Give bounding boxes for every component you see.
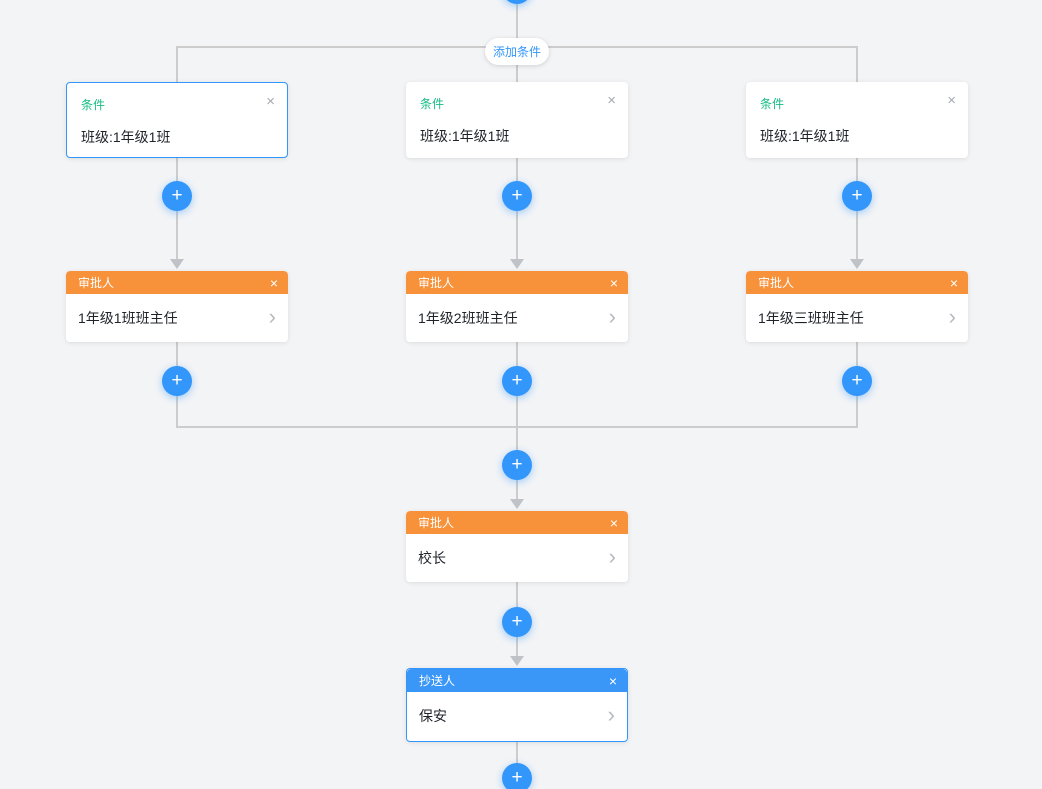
condition-node-3[interactable]: 条件 × 班级:1年级1班 xyxy=(746,82,968,158)
chevron-right-icon: › xyxy=(608,543,616,569)
approver-node-body[interactable]: 校长 › xyxy=(406,534,628,582)
plus-icon: + xyxy=(511,184,523,206)
approver-type-label: 审批人 xyxy=(418,276,455,290)
connector-line xyxy=(856,46,858,82)
plus-icon: + xyxy=(171,369,183,391)
arrow-down-icon xyxy=(510,656,524,666)
plus-icon: + xyxy=(851,369,863,391)
add-node-button[interactable]: + xyxy=(502,607,532,637)
cc-node[interactable]: 抄送人 × 保安 › xyxy=(406,668,628,742)
condition-type-label: 条件 xyxy=(81,98,106,112)
close-icon[interactable]: × xyxy=(947,92,956,109)
approver-node-header: 审批人 × xyxy=(406,271,628,294)
approver-value: 校长 xyxy=(418,550,446,566)
final-approver-node[interactable]: 审批人 × 校长 › xyxy=(406,511,628,582)
chevron-right-icon: › xyxy=(268,303,276,329)
plus-icon: + xyxy=(511,453,523,475)
arrow-down-icon xyxy=(850,259,864,269)
approver-type-label: 审批人 xyxy=(418,516,455,530)
plus-icon: + xyxy=(511,766,523,788)
condition-value: 班级:1年级1班 xyxy=(81,129,171,145)
close-icon[interactable]: × xyxy=(609,274,618,291)
approver-node-body[interactable]: 1年级2班班主任 › xyxy=(406,294,628,342)
approver-node-3[interactable]: 审批人 × 1年级三班班主任 › xyxy=(746,271,968,342)
cc-type-label: 抄送人 xyxy=(419,674,456,688)
approver-type-label: 审批人 xyxy=(78,276,115,290)
add-node-button[interactable]: + xyxy=(162,181,192,211)
chevron-right-icon: › xyxy=(608,303,616,329)
close-icon[interactable]: × xyxy=(608,672,617,689)
cc-node-body[interactable]: 保安 › xyxy=(407,692,627,740)
condition-type-label: 条件 xyxy=(420,97,445,111)
plus-icon: + xyxy=(171,184,183,206)
add-condition-button[interactable]: 添加条件 xyxy=(485,38,549,65)
arrow-down-icon xyxy=(510,499,524,509)
approver-value: 1年级三班班主任 xyxy=(758,310,864,326)
condition-type-label: 条件 xyxy=(760,97,785,111)
condition-node-2[interactable]: 条件 × 班级:1年级1班 xyxy=(406,82,628,158)
add-node-button[interactable]: + xyxy=(502,0,532,4)
add-node-button[interactable]: + xyxy=(502,763,532,789)
plus-icon: + xyxy=(511,610,523,632)
cc-value: 保安 xyxy=(419,708,447,724)
approver-node-2[interactable]: 审批人 × 1年级2班班主任 › xyxy=(406,271,628,342)
close-icon[interactable]: × xyxy=(266,93,275,110)
approver-node-header: 审批人 × xyxy=(406,511,628,534)
approver-node-1[interactable]: 审批人 × 1年级1班班主任 › xyxy=(66,271,288,342)
approver-value: 1年级1班班主任 xyxy=(78,310,178,326)
approver-node-body[interactable]: 1年级三班班主任 › xyxy=(746,294,968,342)
close-icon[interactable]: × xyxy=(607,92,616,109)
chevron-right-icon: › xyxy=(948,303,956,329)
plus-icon: + xyxy=(511,369,523,391)
add-condition-label: 添加条件 xyxy=(492,45,541,59)
approver-node-header: 审批人 × xyxy=(66,271,288,294)
arrow-down-icon xyxy=(170,259,184,269)
approver-node-body[interactable]: 1年级1班班主任 › xyxy=(66,294,288,342)
condition-value: 班级:1年级1班 xyxy=(420,128,510,144)
close-icon[interactable]: × xyxy=(269,274,278,291)
condition-value: 班级:1年级1班 xyxy=(760,128,850,144)
close-icon[interactable]: × xyxy=(609,514,618,531)
approver-value: 1年级2班班主任 xyxy=(418,310,518,326)
add-node-button[interactable]: + xyxy=(162,366,192,396)
arrow-down-icon xyxy=(510,259,524,269)
connector-line xyxy=(176,46,178,82)
approver-node-header: 审批人 × xyxy=(746,271,968,294)
approver-type-label: 审批人 xyxy=(758,276,795,290)
chevron-right-icon: › xyxy=(607,701,615,727)
plus-icon: + xyxy=(851,184,863,206)
add-node-button[interactable]: + xyxy=(502,450,532,480)
cc-node-header: 抄送人 × xyxy=(407,669,627,692)
add-node-button[interactable]: + xyxy=(842,181,872,211)
add-node-button[interactable]: + xyxy=(502,366,532,396)
add-node-button[interactable]: + xyxy=(502,181,532,211)
condition-node-1[interactable]: 条件 × 班级:1年级1班 xyxy=(66,82,288,158)
add-node-button[interactable]: + xyxy=(842,366,872,396)
close-icon[interactable]: × xyxy=(949,274,958,291)
